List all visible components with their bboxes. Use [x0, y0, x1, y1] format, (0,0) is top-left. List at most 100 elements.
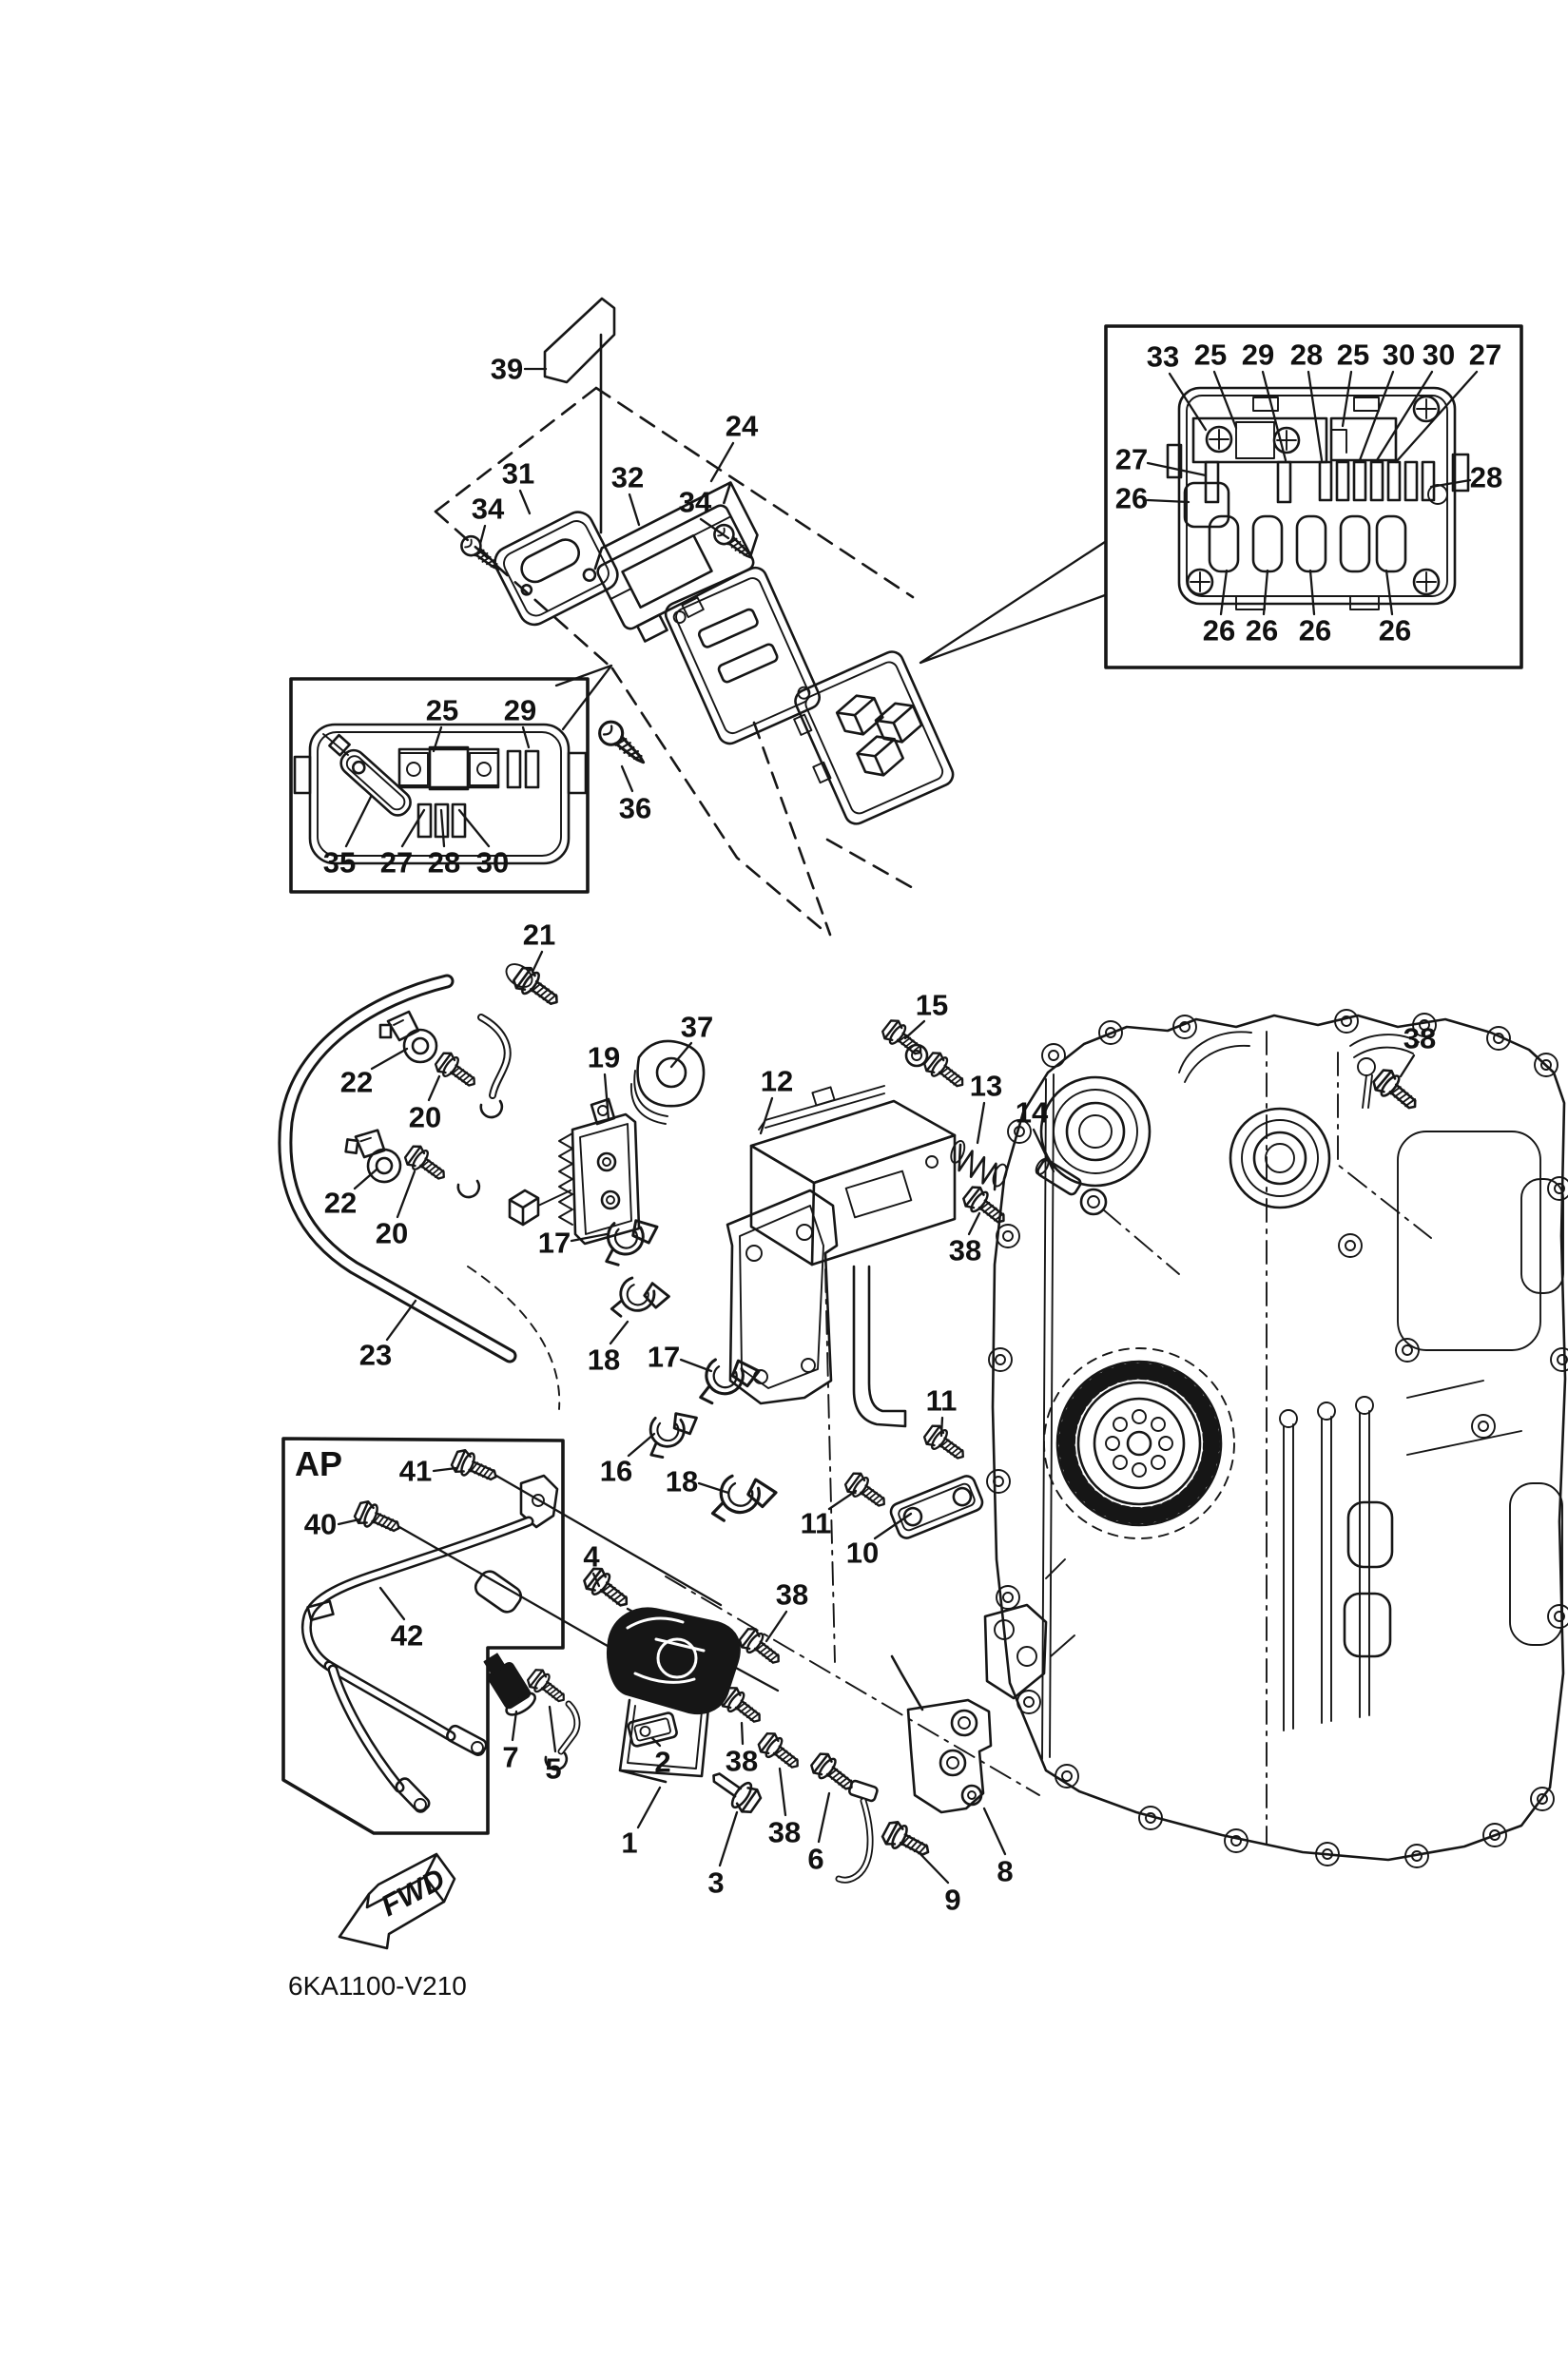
cover-32	[593, 481, 759, 643]
clamp-17-a	[598, 1214, 665, 1268]
callout-leader-40-52	[337, 1518, 361, 1526]
spring-13	[950, 1139, 1008, 1191]
callout-23-40: 23	[359, 1339, 392, 1372]
callout-32-18: 32	[611, 461, 644, 494]
callout-34-19: 34	[472, 493, 505, 526]
callout-3-60: 3	[707, 1866, 724, 1900]
callout-leader-28-3	[1307, 370, 1324, 462]
callout-leader-41-51	[432, 1466, 458, 1473]
callout-leader-15-36	[903, 1019, 926, 1040]
callout-26-13: 26	[1299, 614, 1331, 648]
callout-leader-27-8	[1146, 461, 1208, 477]
bolt-38-b1	[735, 1624, 787, 1672]
callout-leader-26-11	[1219, 569, 1229, 616]
bolt-9	[879, 1817, 936, 1865]
callout-11-47: 11	[801, 1507, 832, 1540]
callout-leader-38-58	[778, 1767, 787, 1817]
screw-36	[593, 715, 653, 773]
callout-13-37: 13	[970, 1070, 1002, 1103]
pin-38-top	[1362, 1074, 1373, 1109]
callout-27-8: 27	[1115, 443, 1148, 476]
callout-30-6: 30	[1423, 338, 1455, 372]
callout-38-57: 38	[726, 1745, 758, 1778]
callout-17-43: 17	[648, 1341, 680, 1374]
callout-9-62: 9	[944, 1884, 960, 1917]
callout-8-63: 8	[997, 1855, 1013, 1888]
callout-20-32: 20	[376, 1217, 408, 1250]
callout-leader-26-14	[1384, 569, 1394, 616]
callout-leader-35-23	[344, 795, 373, 848]
leader-41-long	[494, 1474, 723, 1607]
ecu-1	[664, 566, 821, 745]
callout-leader-9-62	[919, 1852, 950, 1885]
callout-leader-23-40	[385, 1299, 417, 1342]
callout-leader-27-7	[1394, 370, 1479, 464]
callout-22-29: 22	[340, 1066, 373, 1099]
drawing-code: 6KA1100-V210	[288, 1971, 467, 2001]
callout-27-24: 27	[380, 846, 413, 880]
ap-label: AP	[295, 1444, 342, 1483]
callout-12-35: 12	[761, 1065, 793, 1098]
callout-leader-26-9	[1146, 498, 1191, 504]
callout-leader-29-2	[1261, 370, 1287, 462]
callout-38-50: 38	[776, 1578, 808, 1612]
clamp-18-b	[710, 1472, 779, 1528]
callout-28-10: 28	[1470, 461, 1502, 494]
axis-vertical	[824, 1268, 836, 1663]
callout-33-0: 33	[1147, 340, 1179, 374]
callout-leader-38-39	[967, 1211, 981, 1236]
callout-28-3: 28	[1290, 338, 1323, 372]
callout-leader-34-19	[478, 524, 487, 546]
callout-leader-18-45	[697, 1481, 730, 1495]
callout-26-11: 26	[1203, 614, 1235, 648]
callout-38-58: 38	[768, 1816, 801, 1849]
battery-lead-assembly	[301, 1474, 559, 1813]
tag-39	[543, 297, 616, 534]
callout-leader-42-53	[378, 1586, 406, 1621]
callout-28-25: 28	[428, 846, 460, 880]
washer-15	[904, 1043, 929, 1068]
washer-21	[505, 963, 533, 988]
callout-30-5: 30	[1383, 338, 1415, 372]
callout-22-31: 22	[324, 1187, 357, 1220]
callout-14-38: 14	[1016, 1096, 1049, 1130]
callout-7-54: 7	[502, 1741, 518, 1774]
callout-15-36: 15	[916, 989, 948, 1022]
callout-leader-20-30	[427, 1074, 441, 1102]
bolt-6	[807, 1749, 861, 1798]
callout-18-45: 18	[666, 1465, 698, 1499]
callout-25-21: 25	[426, 694, 458, 727]
callout-36-27: 36	[619, 792, 651, 825]
callout-37-34: 37	[681, 1011, 713, 1044]
clamp-18-a	[609, 1273, 673, 1327]
relay-19	[508, 1097, 641, 1246]
callout-25-1: 25	[1194, 338, 1227, 372]
callout-leader-19-33	[603, 1073, 610, 1122]
callout-26-12: 26	[1246, 614, 1278, 648]
battery-cable-23	[278, 974, 561, 1410]
fuse-2	[627, 1711, 678, 1748]
starter-unit-1	[607, 1607, 741, 1784]
callout-31-17: 31	[502, 457, 534, 491]
fwd-label: FWD	[376, 1862, 451, 1923]
callout-16-44: 16	[600, 1455, 632, 1488]
callout-leader-24-16	[709, 441, 735, 483]
bolt-38-top	[1369, 1065, 1424, 1118]
callout-leader-25-21	[432, 725, 443, 753]
callout-40-52: 40	[304, 1508, 337, 1541]
ap-inset	[281, 1437, 565, 1835]
screw-20-a	[432, 1048, 482, 1094]
callout-6-61: 6	[807, 1843, 823, 1876]
callout-leader-7-54	[511, 1710, 518, 1742]
detail-pointer-left	[554, 664, 613, 731]
callout-leader-30-5	[1358, 370, 1395, 462]
axis-bottom	[665, 1576, 1040, 1796]
callout-leader-11-47	[827, 1489, 858, 1511]
fwd-arrow	[338, 1852, 456, 1950]
callout-leader-38-64	[1399, 1054, 1416, 1078]
axis-14	[1102, 1209, 1180, 1275]
callout-21-28: 21	[523, 918, 555, 952]
callout-42-53: 42	[391, 1619, 423, 1653]
bracket-31	[494, 511, 619, 627]
callout-leader-13-37	[976, 1101, 986, 1145]
